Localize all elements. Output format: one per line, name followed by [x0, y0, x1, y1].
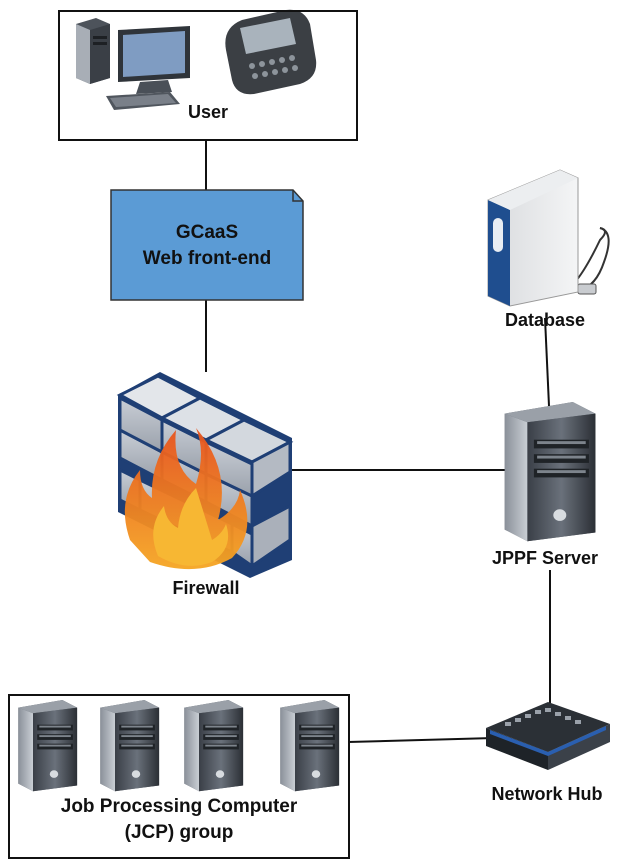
jcp-group-node [8, 694, 350, 859]
edge-database-jppf-server [544, 317, 550, 407]
jcp-group-line1: Job Processing Computer [60, 796, 298, 817]
smartphone-icon [225, 9, 317, 95]
database-label: Database [504, 310, 586, 330]
firewall-brick-wall-flame-icon [116, 372, 294, 578]
server-tower-icon [504, 402, 596, 542]
user-label: User [187, 102, 229, 122]
edges [205, 140, 551, 743]
jppf-server-label: JPPF Server [491, 548, 599, 568]
desktop-computer-icon [76, 18, 190, 110]
web-frontend-line1: GCaaS [175, 222, 239, 243]
web-frontend-node [110, 189, 304, 301]
web-frontend-line2: Web front-end [142, 248, 272, 269]
user-node [58, 10, 358, 141]
network-hub-label: Network Hub [491, 784, 603, 804]
jcp-group-line2: (JCP) group [124, 822, 234, 843]
external-drive-icon [487, 169, 610, 307]
edge-network-hub-jcp-group [347, 737, 495, 743]
web-frontend-text: GCaaS Web front-end [111, 190, 303, 300]
firewall-label: Firewall [172, 578, 240, 598]
network-switch-icon [486, 702, 610, 770]
